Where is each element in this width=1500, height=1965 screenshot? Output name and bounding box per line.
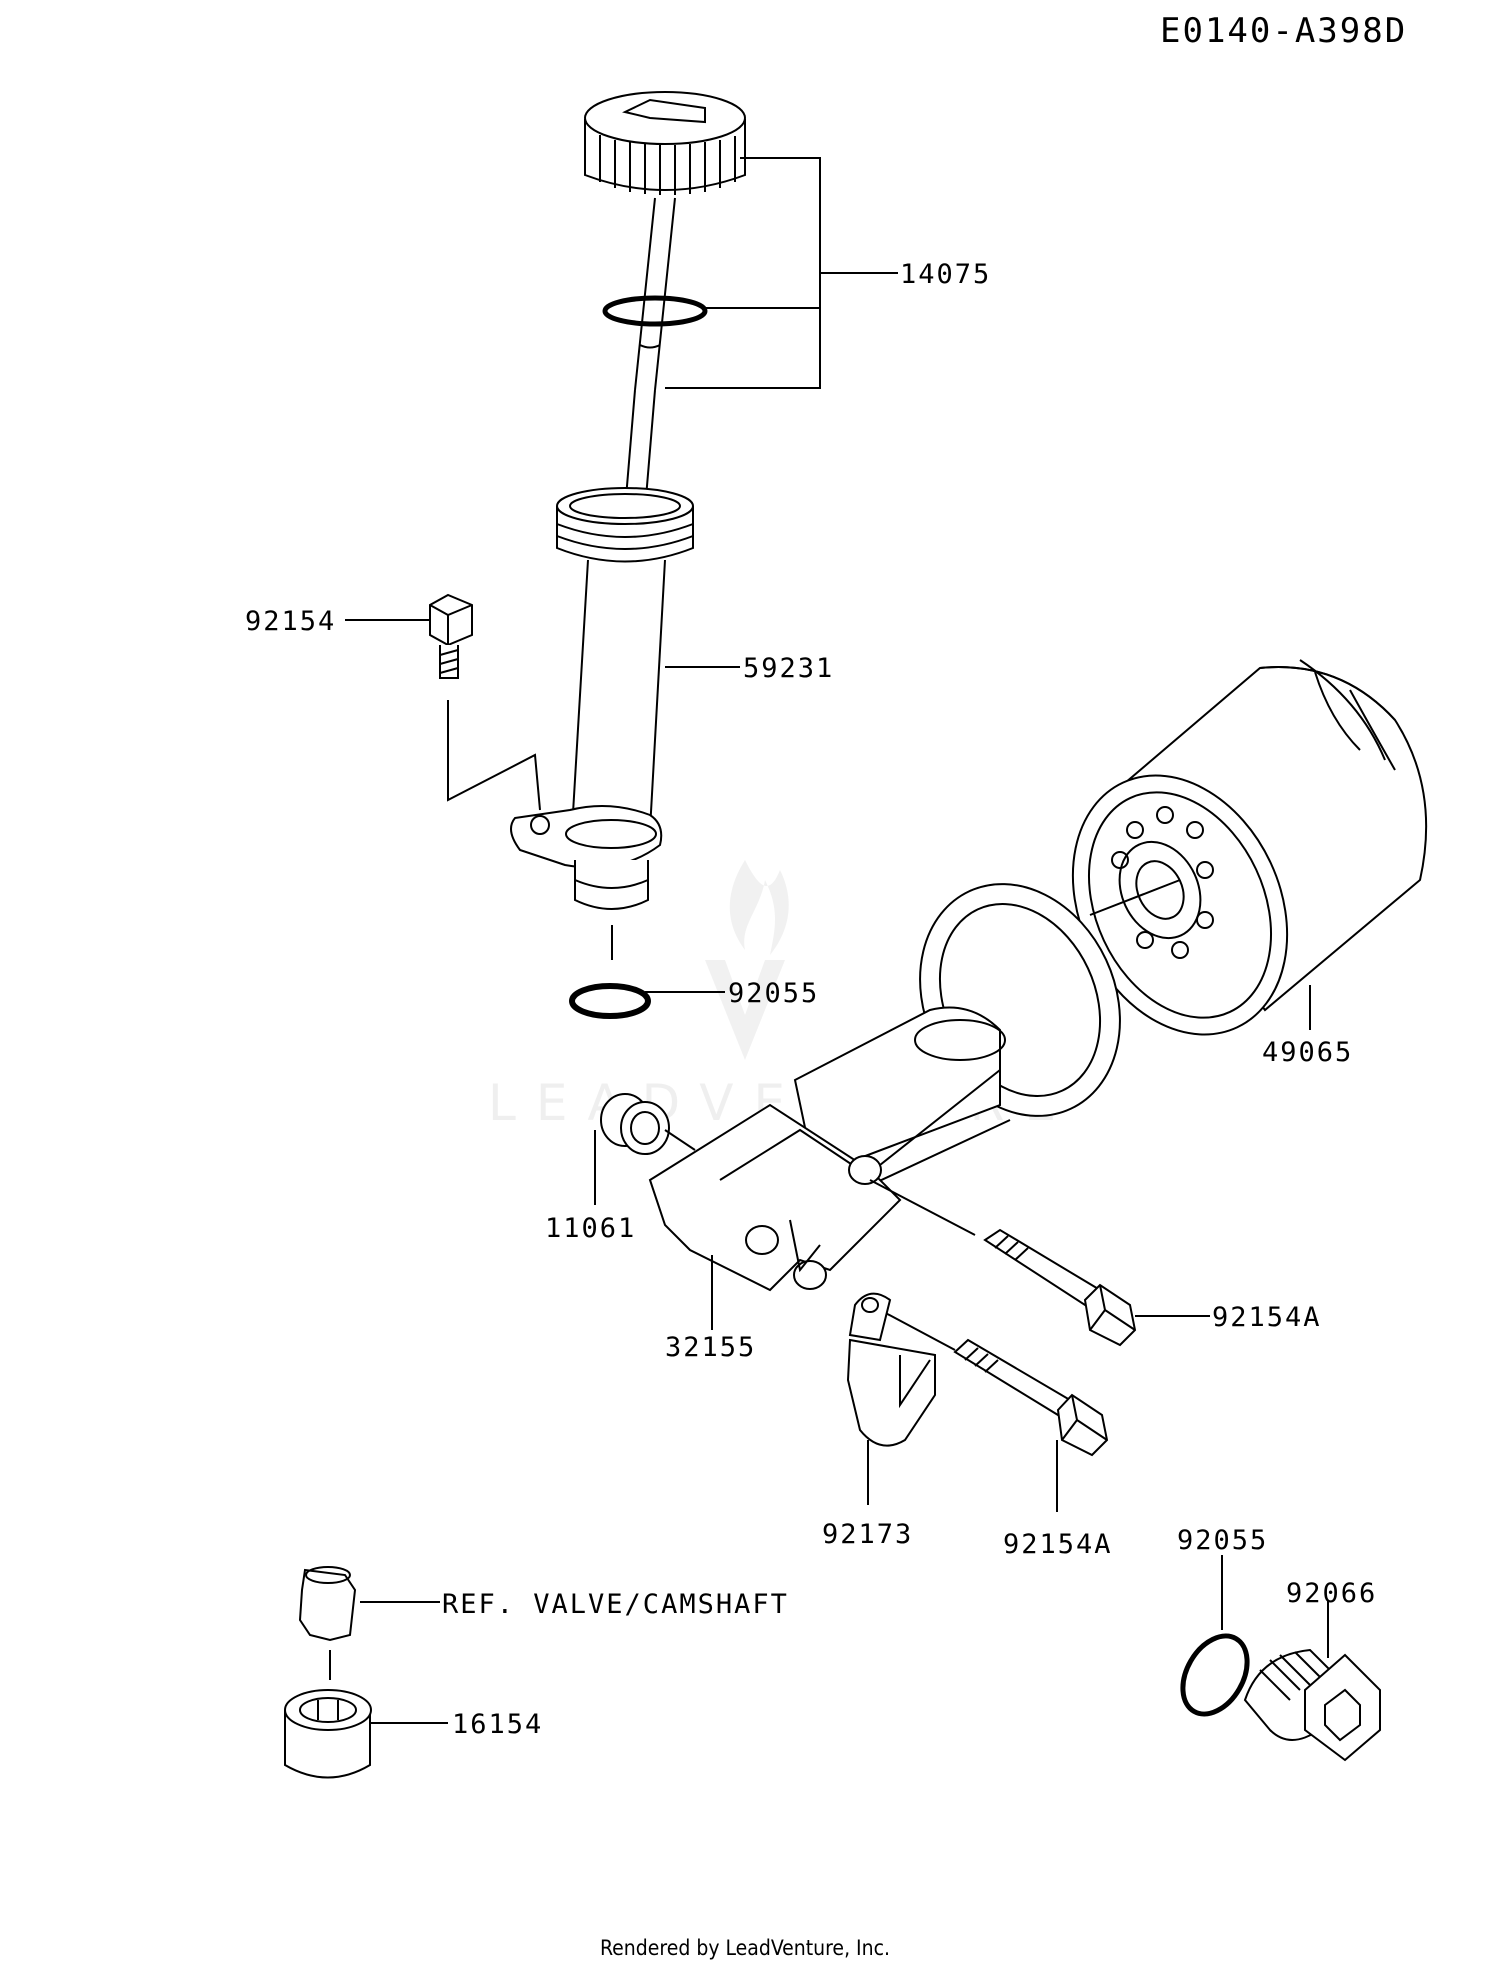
part-label-14075[interactable]: 14075 — [900, 259, 991, 290]
o-ring-92055-upper[interactable] — [569, 983, 651, 1019]
clamp-92173[interactable] — [846, 1292, 936, 1447]
bolt-92154a-lower[interactable] — [879, 1309, 1109, 1457]
part-label-16154[interactable]: 16154 — [452, 1709, 543, 1740]
part-label-92154a-lower[interactable]: 92154A — [1003, 1529, 1113, 1560]
part-label-92066[interactable]: 92066 — [1286, 1578, 1377, 1609]
part-label-92055-lower[interactable]: 92055 — [1177, 1525, 1268, 1556]
bolt-92154[interactable] — [429, 593, 541, 811]
part-label-92173[interactable]: 92173 — [822, 1519, 913, 1550]
part-label-92154[interactable]: 92154 — [245, 606, 336, 637]
part-label-59231[interactable]: 59231 — [743, 653, 834, 684]
oil-filter[interactable] — [1032, 659, 1428, 1070]
rotor-16154[interactable] — [284, 1689, 372, 1779]
part-label-92154a-upper[interactable]: 92154A — [1212, 1302, 1322, 1333]
dipstick-tube[interactable] — [510, 487, 694, 960]
footer-credit: Rendered by LeadVenture, Inc. — [600, 1936, 890, 1960]
leader-lines — [345, 157, 1329, 1724]
part-label-32155[interactable]: 32155 — [665, 1332, 756, 1363]
dipstick-assembly[interactable] — [584, 91, 746, 511]
diagram-code: E0140-A398D — [1160, 11, 1407, 51]
o-ring-92055-lower[interactable] — [1170, 1625, 1260, 1726]
drain-plug-92066[interactable] — [1243, 1648, 1381, 1762]
oil-pipe-32155[interactable] — [648, 851, 1157, 1292]
part-label-49065[interactable]: 49065 — [1262, 1037, 1353, 1068]
part-label-ref-valve-camshaft[interactable]: REF. VALVE/CAMSHAFT — [442, 1589, 789, 1620]
part-labels: 14075 92154 59231 92055 49065 11061 3215… — [245, 259, 1377, 1740]
bolt-92154a-upper[interactable] — [869, 1179, 1137, 1347]
rotor-inner — [298, 1566, 357, 1680]
part-label-92055-upper[interactable]: 92055 — [728, 978, 819, 1009]
seal-11061[interactable] — [600, 1093, 696, 1155]
part-label-11061[interactable]: 11061 — [545, 1213, 636, 1244]
